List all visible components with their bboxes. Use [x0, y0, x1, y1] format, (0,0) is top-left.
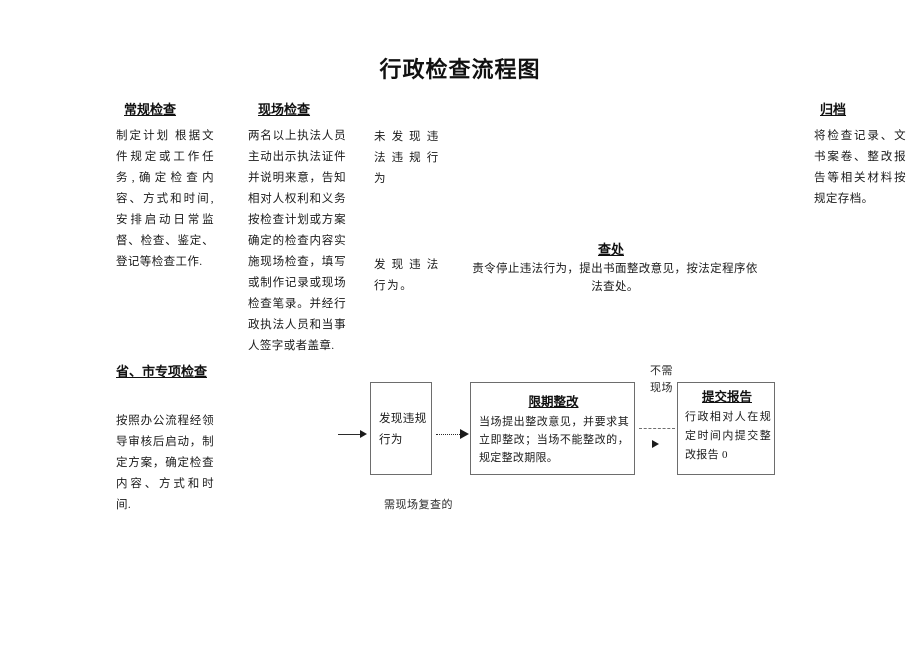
section-heading-archive: 归档: [820, 102, 847, 117]
flow-box-submit-report-title: 提交报告: [701, 390, 752, 404]
flow-box-violation-found[interactable]: 发现违规行为: [370, 382, 432, 475]
connector-dashed-rectification-to-report: [639, 428, 675, 429]
section-body-routine-inspection: 制定计划 根据文件规定或工作任务,确定检查内容、方式和时间,安排启动日常监督、检…: [116, 130, 214, 268]
outcome-label-violation-found: 发 现 违 法 行为。: [374, 259, 440, 292]
outcome-label-no-violation: 未 发 现 违 法 违 规 行 为: [374, 131, 440, 185]
section-heading-onsite-inspection: 现场检查: [258, 102, 311, 117]
flow-box-rectification[interactable]: 限期整改 当场提出整改意见，并要求其立即整改；当场不能整改的，规定整改期限。: [470, 382, 635, 475]
connector-dotted-violation-to-rectification: [436, 434, 462, 435]
section-body-investigation: 责令停止违法行为，提出书面整改意见，按法定程序依法查处。: [472, 263, 758, 293]
section-heading-special-inspection: 省、市专项检查: [116, 364, 208, 379]
branch-label-no-onsite-needed: 不需 现场: [650, 365, 673, 394]
section-body-special-inspection: 按照办公流程经领导审核后启动，制定方案，确定检查内容、方式和时间.: [116, 415, 214, 511]
page-title: 行政检查流程图: [379, 57, 541, 82]
flow-box-rectification-body: 当场提出整改意见，并要求其立即整改；当场不能整改的，规定整改期限。: [479, 416, 629, 464]
branch-label-need-onsite-recheck: 需现场复查的: [384, 499, 453, 511]
section-body-archive: 将检查记录、文书案卷、整改报告等相关材料按规定存档。: [814, 130, 906, 205]
flow-box-submit-report[interactable]: 提交报告 行政相对人在规定时间内提交整改报告 0: [677, 382, 775, 475]
arrow-head-to-rectification-box: [460, 429, 469, 439]
section-heading-investigation: 查处: [597, 242, 624, 257]
section-body-onsite-inspection: 两名以上执法人员主动出示执法证件并说明来意，告知相对人权利和义务按检查计划或方案…: [248, 130, 346, 352]
flow-box-rectification-title: 限期整改: [528, 395, 579, 409]
arrow-head-into-violation-box: [360, 430, 367, 438]
flow-box-submit-report-body: 行政相对人在规定时间内提交整改报告 0: [685, 411, 771, 461]
connector-line-into-violation-box: [338, 434, 362, 435]
section-heading-routine-inspection: 常规检查: [124, 102, 177, 117]
arrow-head-to-submit-report-box: [652, 440, 659, 448]
flow-box-violation-found-label: 发现违规行为: [379, 413, 427, 446]
